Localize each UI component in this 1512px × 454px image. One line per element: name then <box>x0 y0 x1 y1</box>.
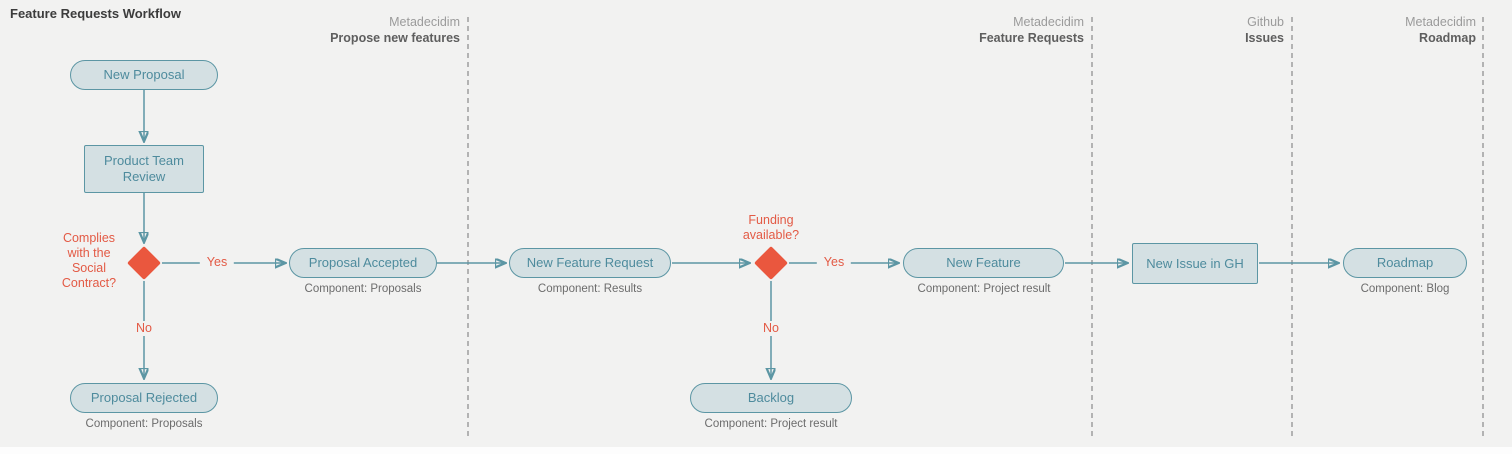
edge-label-funding-no: No <box>756 321 786 336</box>
node-new-feature: New Feature <box>903 248 1064 278</box>
node-roadmap: Roadmap <box>1343 248 1467 278</box>
lane-org-label: Github <box>1247 15 1284 29</box>
canvas-bottom-edge <box>0 447 1512 454</box>
node-new-proposal: New Proposal <box>70 60 218 90</box>
node-proposal-accepted: Proposal Accepted <box>289 248 437 278</box>
lane-divider <box>1482 17 1484 437</box>
edge-label-complies-yes: Yes <box>199 255 235 270</box>
lane-name-label: Feature Requests <box>979 31 1084 45</box>
edge-label-funding-yes: Yes <box>816 255 852 270</box>
lane-name-label: Roadmap <box>1419 31 1476 45</box>
lane-header-github-issues: Github Issues <box>1034 14 1284 46</box>
node-caption-new-feature: Component: Project result <box>917 283 1051 295</box>
node-caption-roadmap: Component: Blog <box>1360 283 1450 295</box>
lane-org-label: Metadecidim <box>1013 15 1084 29</box>
decision-funding-label: Funding available? <box>742 213 800 242</box>
node-new-feature-request: New Feature Request <box>509 248 671 278</box>
lane-divider <box>1091 17 1093 437</box>
node-backlog: Backlog <box>690 383 852 413</box>
node-label: New Feature <box>946 255 1021 270</box>
node-label: New Feature Request <box>526 255 654 270</box>
node-label: New Issue in GH <box>1146 255 1244 271</box>
node-label: Proposal Rejected <box>90 390 198 405</box>
node-label: Backlog <box>747 390 795 405</box>
node-label: Roadmap <box>1376 255 1434 270</box>
lane-name-label: Issues <box>1245 31 1284 45</box>
lane-divider <box>1291 17 1293 437</box>
node-caption-new-feature-request: Component: Results <box>537 283 643 295</box>
node-caption-proposal-rejected: Component: Proposals <box>85 418 203 430</box>
node-label: New Proposal <box>103 67 185 82</box>
node-proposal-rejected: Proposal Rejected <box>70 383 218 413</box>
node-new-issue-in-gh: New Issue in GH <box>1132 243 1258 284</box>
node-caption-backlog: Component: Project result <box>704 418 838 430</box>
lane-header-roadmap: Metadecidim Roadmap <box>1226 14 1476 46</box>
lane-org-label: Metadecidim <box>389 15 460 29</box>
edge-label-complies-no: No <box>129 321 159 336</box>
decision-complies-label: Complies with the Social Contract? <box>61 231 117 290</box>
lane-header-propose-new-features: Metadecidim Propose new features <box>210 14 460 46</box>
node-product-team-review: Product Team Review <box>84 145 204 193</box>
lane-name-label: Propose new features <box>330 31 460 45</box>
lane-header-feature-requests: Metadecidim Feature Requests <box>834 14 1084 46</box>
node-label: Proposal Accepted <box>308 255 418 270</box>
lane-org-label: Metadecidim <box>1405 15 1476 29</box>
lane-divider <box>467 17 469 437</box>
node-caption-proposal-accepted: Component: Proposals <box>304 283 422 295</box>
diagram-title: Feature Requests Workflow <box>10 6 181 21</box>
node-label: Product Team Review <box>104 153 184 184</box>
